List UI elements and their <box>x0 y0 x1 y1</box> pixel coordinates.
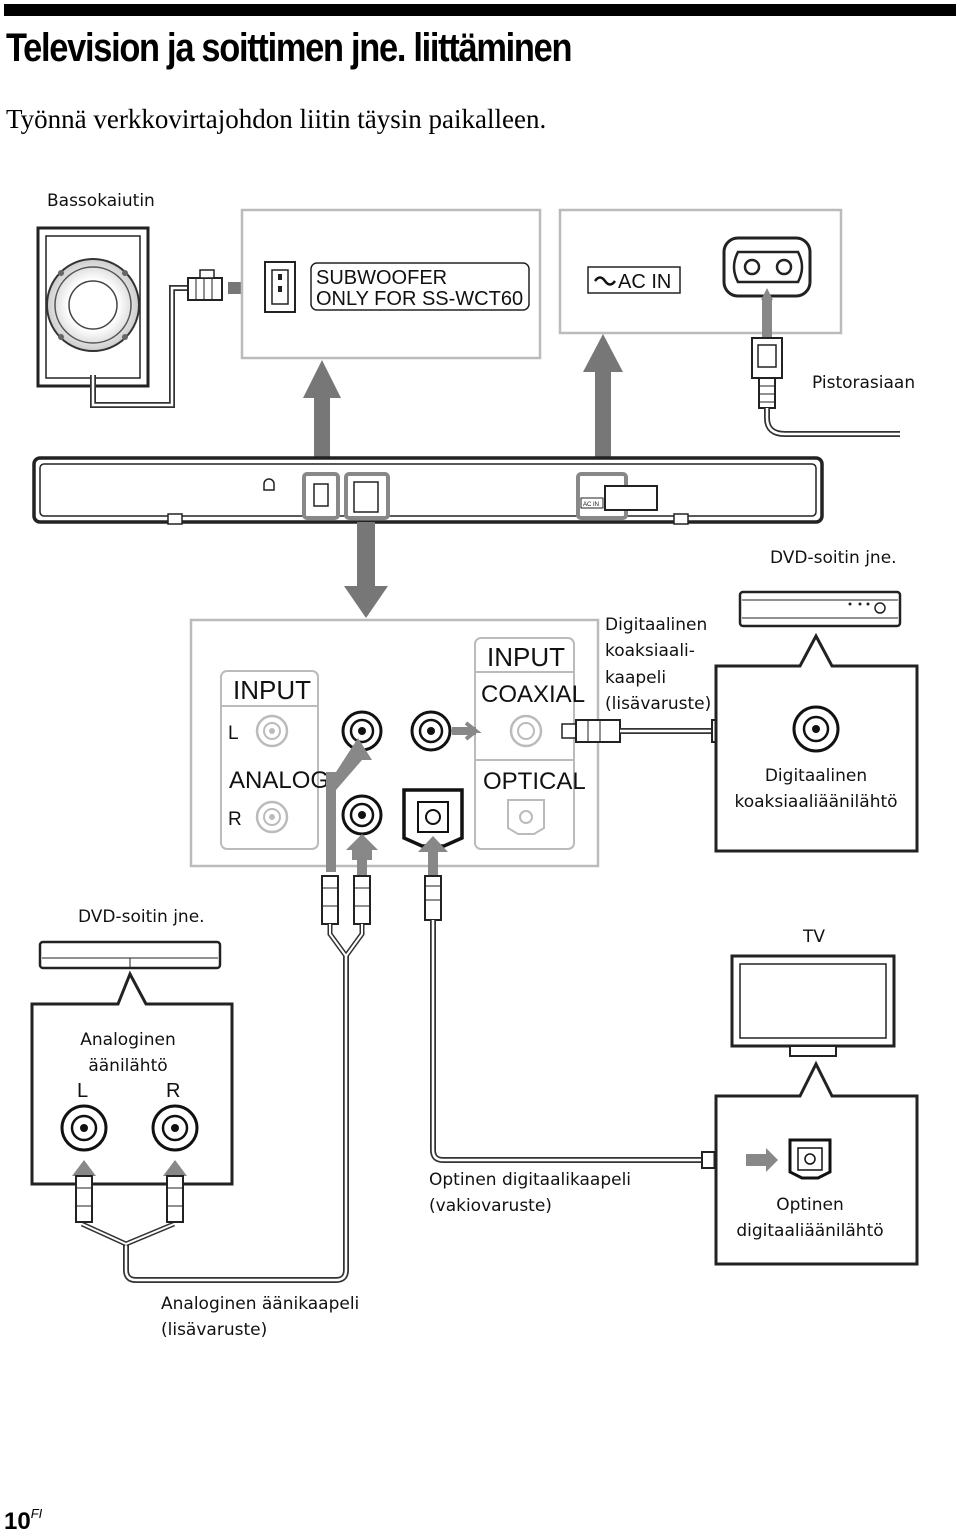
subwoofer-icon <box>36 226 150 388</box>
arrow-up-icon <box>303 360 341 478</box>
analog-output-l-label: L <box>77 1080 88 1102</box>
digital-input-title: INPUT <box>487 642 565 672</box>
arrow-up-icon <box>163 1160 187 1176</box>
optical-cable-label-2: (vakiovaruste) <box>429 1196 552 1216</box>
coax-cable-label-1: Digitaalinen <box>605 615 707 635</box>
analog-output-l-jack-icon <box>60 1104 108 1152</box>
analog-l-label: L <box>228 723 239 744</box>
rca-plug-pair-icon <box>321 875 371 961</box>
optical-output-jack-icon <box>788 1138 832 1180</box>
analog-cable-label-2: (lisävaruste) <box>161 1320 267 1340</box>
analog-r-label: R <box>228 809 242 830</box>
coaxial-jack-icon <box>410 710 452 752</box>
coax-output-label-1: Digitaalinen <box>765 766 867 786</box>
page-number: 10FI <box>4 1506 43 1536</box>
optical-output-label-2: digitaaliäänilähtö <box>736 1221 883 1241</box>
analog-input-title: INPUT <box>233 675 311 705</box>
arrow-up-icon <box>583 334 623 478</box>
outlet-label: Pistorasiaan <box>812 373 915 393</box>
analog-output-callout <box>30 970 234 1186</box>
subwoofer-panel-line1: SUBWOOFER <box>316 267 447 289</box>
arrow-down-icon <box>344 522 388 618</box>
arrow-up-icon <box>418 836 448 852</box>
header-rule <box>4 4 956 16</box>
coax-output-jack-icon <box>792 705 840 753</box>
optical-cable <box>430 920 702 1163</box>
page-subtitle: Työnnä verkkovirtajohdon liitin täysin p… <box>6 104 547 134</box>
coax-output-label-2: koaksiaaliäänilähtö <box>734 792 897 812</box>
arrow-up-icon <box>346 834 378 860</box>
optical-cable-label-1: Optinen digitaalikaapeli <box>429 1170 631 1190</box>
ac-socket-icon <box>722 236 812 298</box>
ac-in-small-label: AC IN <box>583 502 599 508</box>
arrow-right-icon <box>746 1148 778 1172</box>
analog-output-label-1: Analoginen <box>80 1030 175 1050</box>
dvd-player-icon <box>38 940 222 970</box>
dvd-player-icon <box>738 590 902 628</box>
tv-label: TV <box>802 927 825 947</box>
optical-output-label-1: Optinen <box>776 1195 844 1215</box>
soundbar-icon: AC IN <box>32 456 824 525</box>
analog-cable-label-1: Analoginen äänikaapeli <box>161 1294 359 1314</box>
page-number-value: 10 <box>4 1508 31 1535</box>
ac-in-label: AC IN <box>618 271 671 293</box>
analog-output-r-jack-icon <box>151 1104 199 1152</box>
dvd-left-label: DVD-soitin jne. <box>78 907 205 927</box>
tv-icon <box>730 954 896 1057</box>
power-plug-icon <box>751 337 783 409</box>
page-title: Television ja soittimen jne. liittäminen <box>6 26 572 70</box>
coaxial-label: COAXIAL <box>481 681 585 708</box>
cable-plug-icon <box>187 269 223 301</box>
optical-jack-icon <box>402 788 464 848</box>
arrow-up-icon <box>761 288 773 300</box>
coax-cable-label-3: kaapeli <box>605 668 666 688</box>
power-cord <box>764 408 900 437</box>
page-number-suffix: FI <box>30 1506 43 1521</box>
rca-plug-pair-icon <box>75 1175 184 1223</box>
arrow-up-icon <box>72 1160 96 1176</box>
subwoofer-panel-line2: ONLY FOR SS-WCT60 <box>316 288 523 310</box>
analog-r-jack-icon <box>341 794 383 836</box>
optical-plug-icon <box>424 875 442 921</box>
arrow-up-icon <box>326 738 372 872</box>
subwoofer-label: Bassokaiutin <box>47 191 155 211</box>
coax-cable-label-4: (lisävaruste) <box>605 694 711 714</box>
analog-output-r-label: R <box>166 1080 180 1102</box>
tilde-icon <box>593 276 617 286</box>
dvd-top-label: DVD-soitin jne. <box>770 548 897 568</box>
analog-output-label-2: äänilähtö <box>88 1056 167 1076</box>
optical-label: OPTICAL <box>483 768 586 795</box>
subwoofer-jack-icon <box>264 261 296 313</box>
analog-label: ANALOG <box>229 767 329 794</box>
coax-cable-label-2: koaksiaali- <box>605 641 695 661</box>
